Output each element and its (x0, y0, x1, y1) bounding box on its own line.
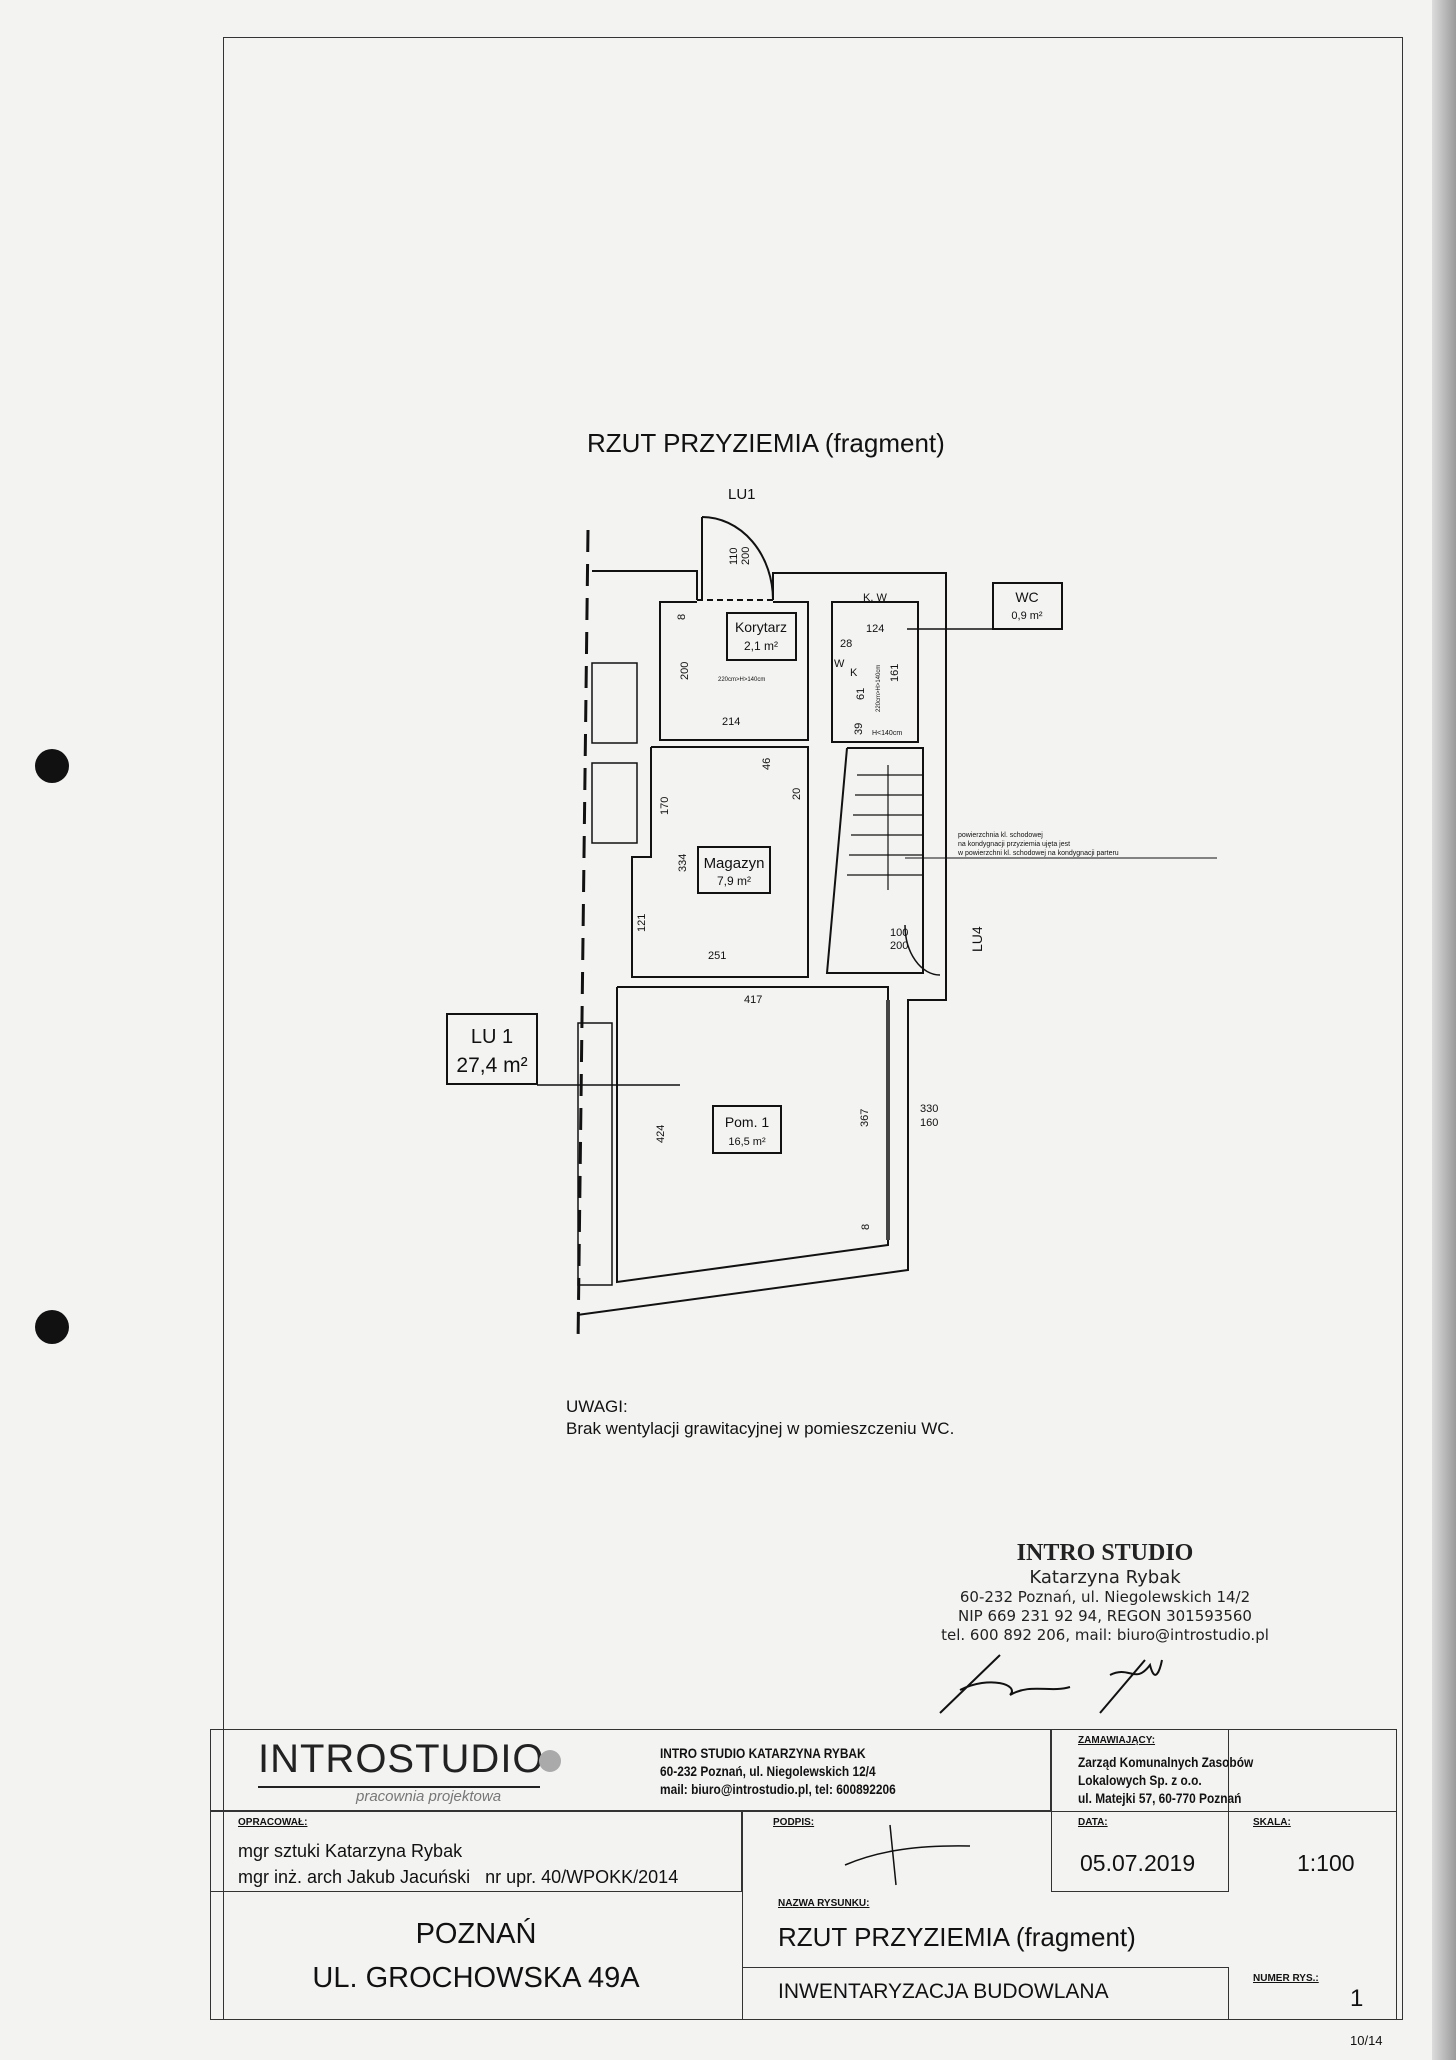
notes: UWAGI: Brak wentylacji grawitacyjnej w p… (566, 1396, 954, 1440)
page-number: 10/14 (1350, 2033, 1383, 2048)
project-type: INWENTARYZACJA BUDOWLANA (778, 1980, 1109, 2003)
room-area: 7,9 m² (717, 874, 751, 888)
dim: 124 (866, 623, 884, 635)
scale: 1:100 (1297, 1850, 1355, 1876)
company-stamp: INTRO STUDIO Katarzyna Rybak 60-232 Pozn… (930, 1540, 1280, 1719)
dim: 220cm>H>140cm (876, 665, 882, 712)
dim: 20 (791, 788, 803, 800)
dim: 46 (761, 758, 773, 770)
logo: INTROSTUDIO (258, 1737, 561, 1782)
room-name: WC (1015, 589, 1038, 605)
dim: 214 (722, 716, 740, 728)
stair-note: w powierzchni kl. schodowej na kondygnac… (957, 850, 1119, 857)
label-box (726, 612, 797, 661)
dim: 61 (855, 688, 867, 700)
dim: 200 (740, 547, 752, 565)
drawing-title: RZUT PRZYZIEMIA (fragment) (587, 428, 945, 458)
wall (576, 572, 947, 1316)
dim: 220cm>H>140cm (718, 677, 765, 683)
notes-text: Brak wentylacji grawitacyjnej w pomieszc… (566, 1419, 955, 1438)
label-box (992, 582, 1063, 630)
dim: 334 (677, 854, 689, 872)
dim: 8 (860, 1224, 872, 1230)
dim: 28 (840, 638, 852, 650)
wall (592, 570, 698, 600)
drawing-name: RZUT PRZYZIEMIA (fragment) (778, 1922, 1136, 1952)
label-box (712, 1105, 782, 1154)
signature (844, 1824, 971, 1886)
stair-note: powierzchnia kl. schodowej (958, 832, 1043, 839)
door-swing (701, 516, 774, 601)
dim: 161 (889, 664, 901, 682)
room-korytarz (659, 601, 809, 741)
room-area: 16,5 m² (728, 1136, 766, 1148)
date: 05.07.2019 (1080, 1850, 1196, 1876)
signature (939, 1654, 1163, 1714)
dim: 330 (920, 1103, 938, 1115)
dim: 424 (655, 1125, 667, 1143)
punch-hole (35, 1310, 69, 1344)
door-label: LU1 (728, 486, 756, 503)
dim: 8 (676, 614, 688, 620)
dim: 200 (890, 940, 908, 952)
unit-area: 27,4 m² (456, 1054, 527, 1077)
room-name: Pom. 1 (725, 1114, 770, 1130)
door-swing (904, 924, 941, 976)
dim: 100 (890, 927, 908, 939)
dim: 367 (859, 1109, 871, 1127)
unit-name: LU 1 (471, 1026, 513, 1048)
dim: K, W (863, 592, 887, 604)
logo-subtitle: pracownia projektowa (356, 1788, 502, 1805)
door-label: LU4 (969, 926, 985, 952)
dim: 170 (659, 797, 671, 815)
room-area: 2,1 m² (744, 639, 778, 653)
room-name: Magazyn (704, 855, 765, 872)
room-magazyn (631, 746, 809, 978)
room-wc (831, 601, 919, 743)
label-box (697, 846, 771, 894)
label-box (446, 1013, 538, 1085)
dim: 110 (728, 547, 740, 565)
room-name: Korytarz (735, 619, 787, 635)
dim: 39 (853, 723, 865, 735)
dim: 160 (920, 1117, 938, 1129)
stair-note: na kondygnacji przyziemia ujęta jest (958, 841, 1070, 848)
dim: 121 (636, 914, 648, 932)
notes-heading: UWAGI: (566, 1397, 628, 1416)
staircase (825, 747, 924, 974)
dim: 417 (744, 994, 762, 1006)
room-pom-1 (616, 986, 889, 1284)
room-area: 0,9 m² (1011, 610, 1043, 622)
drawing-number: 1 (1350, 1985, 1364, 2012)
dim: 200 (679, 662, 691, 680)
dim: 251 (708, 950, 726, 962)
scan-edge (1432, 0, 1456, 2060)
dim: W (834, 658, 845, 670)
dim: H<140cm (872, 730, 902, 737)
boundary-line (576, 529, 590, 1346)
punch-hole (35, 749, 69, 783)
dim: K (850, 667, 858, 679)
